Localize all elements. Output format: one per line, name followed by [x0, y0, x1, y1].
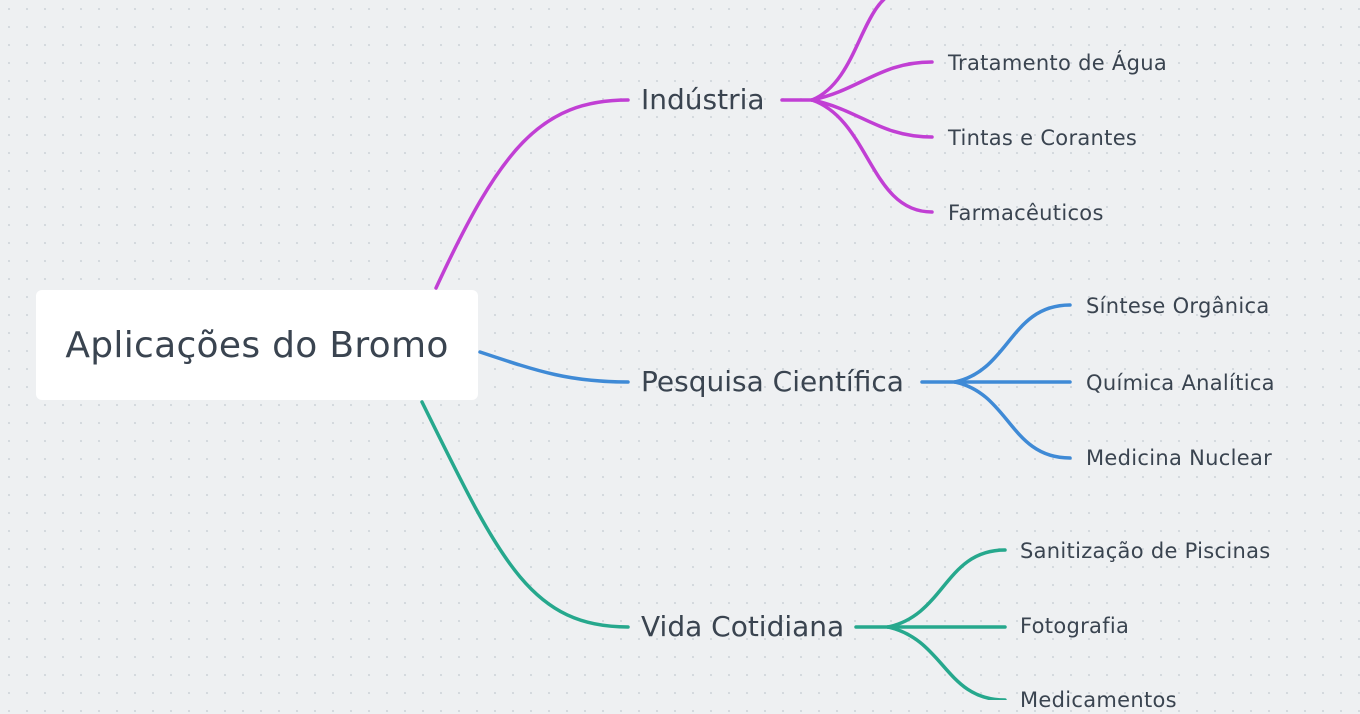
- leaf-node-tratamento-agua[interactable]: Tratamento de Água: [948, 49, 1167, 77]
- root-node[interactable]: Aplicações do Bromo: [36, 290, 478, 400]
- leaf-node-sintese-organica[interactable]: Síntese Orgânica: [1086, 292, 1270, 320]
- leaf-node-medicina-nuclear[interactable]: Medicina Nuclear: [1086, 444, 1272, 472]
- leaf-node-medicamentos[interactable]: Medicamentos: [1020, 686, 1177, 714]
- branch-node-vida-cotidiana[interactable]: Vida Cotidiana: [641, 609, 844, 645]
- leaf-label: Química Analítica: [1086, 371, 1275, 395]
- link-pesquisa-medicina: [953, 380, 1072, 460]
- link-industria-tintas: [810, 98, 934, 139]
- leaf-node-fotografia[interactable]: Fotografia: [1020, 612, 1129, 640]
- branch-label: Vida Cotidiana: [641, 610, 845, 643]
- link-industria-agua: [810, 60, 934, 102]
- link-root-vida: [420, 400, 630, 629]
- branch-node-pesquisa[interactable]: Pesquisa Científica: [641, 364, 904, 400]
- leaf-node-sanitizacao-piscinas[interactable]: Sanitização de Piscinas: [1020, 537, 1271, 565]
- link-industria-offscreen: [810, 0, 886, 102]
- link-vida-sanitizacao: [886, 548, 1007, 629]
- leaf-label: Medicina Nuclear: [1086, 446, 1273, 470]
- link-root-industria: [434, 98, 630, 290]
- leaf-node-farmaceuticos[interactable]: Farmacêuticos: [948, 199, 1104, 227]
- branch-label: Indústria: [641, 83, 765, 116]
- leaf-label: Fotografia: [1020, 614, 1130, 638]
- leaf-label: Sanitização de Piscinas: [1020, 539, 1271, 563]
- root-label: Aplicações do Bromo: [65, 324, 449, 366]
- leaf-label: Tintas e Corantes: [948, 126, 1138, 150]
- leaf-label: Medicamentos: [1020, 688, 1177, 712]
- branch-label: Pesquisa Científica: [641, 365, 904, 398]
- leaf-node-tintas-corantes[interactable]: Tintas e Corantes: [948, 124, 1137, 152]
- link-industria-farmaceuticos: [810, 98, 934, 214]
- leaf-label: Tratamento de Água: [948, 51, 1167, 75]
- leaf-label: Síntese Orgânica: [1086, 294, 1270, 318]
- link-root-pesquisa: [478, 350, 630, 384]
- leaf-label: Farmacêuticos: [948, 201, 1104, 225]
- leaf-node-quimica-analitica[interactable]: Química Analítica: [1086, 369, 1275, 397]
- link-pesquisa-sintese: [953, 303, 1072, 384]
- branch-node-industria[interactable]: Indústria: [641, 82, 765, 118]
- link-vida-medicamentos: [886, 625, 1007, 700]
